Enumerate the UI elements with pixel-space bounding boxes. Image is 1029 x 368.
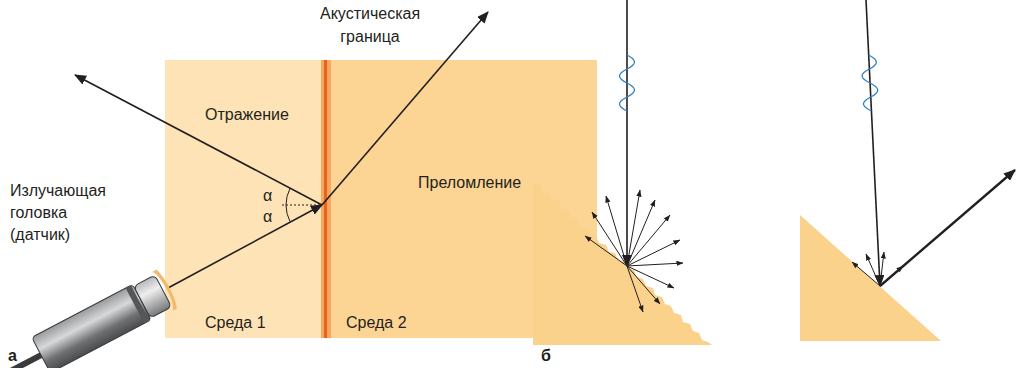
incident-wave bbox=[866, 0, 880, 286]
medium-1-fill bbox=[165, 60, 322, 338]
wave-symbol bbox=[620, 55, 635, 111]
panel-letter: а bbox=[8, 346, 17, 366]
scattered-rays bbox=[585, 190, 683, 312]
angle-symbol: α bbox=[263, 207, 272, 227]
medium-label: Среда 1 bbox=[205, 313, 266, 333]
wave-label: Отражение bbox=[205, 105, 289, 125]
scattered-rays bbox=[852, 252, 903, 286]
incident-wave bbox=[626, 0, 628, 266]
smooth-surface bbox=[800, 215, 941, 341]
medium-region: Отражение ααСреда 1 bbox=[165, 60, 322, 338]
rough-surface bbox=[533, 183, 712, 345]
medium-label: Среда 2 bbox=[346, 313, 407, 333]
transducer bbox=[0, 268, 180, 368]
reflected-ray bbox=[880, 170, 1015, 286]
reflected-ray bbox=[75, 75, 322, 205]
medium-region: ПреломлениеСреда 2 bbox=[331, 60, 597, 338]
wave-symbol bbox=[862, 55, 878, 111]
transducer-label: Излучающая головка (датчик) bbox=[10, 180, 118, 246]
panel-letter: б bbox=[541, 346, 551, 366]
angle-symbol: α bbox=[263, 186, 272, 206]
boundary-label: Акустическая граница bbox=[305, 2, 435, 48]
angle-arc bbox=[286, 188, 290, 221]
normal-line bbox=[282, 205, 322, 206]
wave-label: Преломление bbox=[418, 173, 521, 193]
incident-ray bbox=[168, 205, 322, 288]
acoustic-boundary bbox=[321, 60, 331, 338]
